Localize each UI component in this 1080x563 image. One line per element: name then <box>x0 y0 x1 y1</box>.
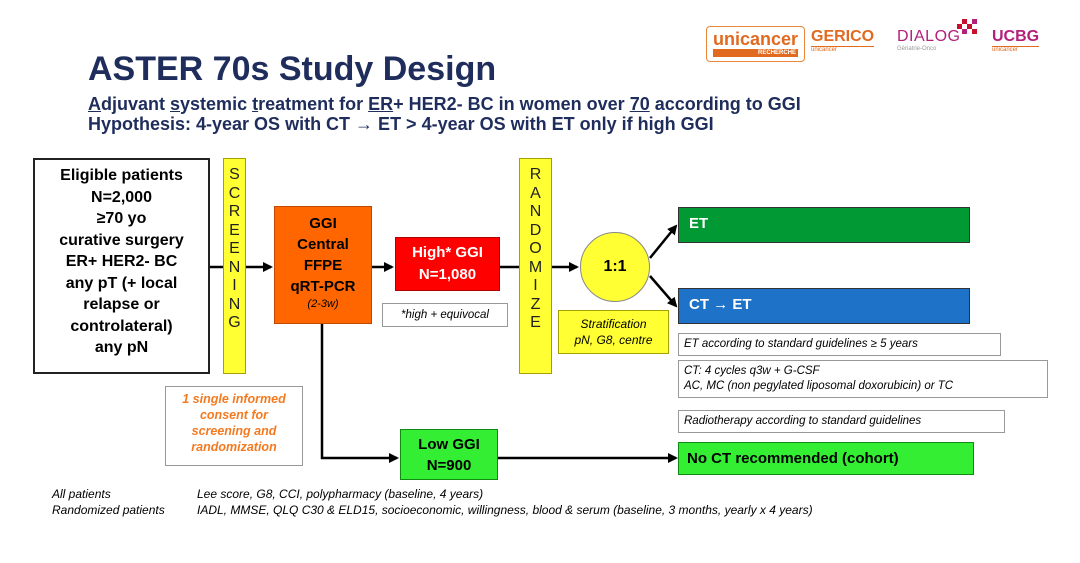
gerico-logo-sub: unicancer <box>811 46 875 53</box>
randomize-letter: E <box>530 314 541 331</box>
footer-all-label: All patients <box>52 487 111 501</box>
randomize-letter: O <box>529 240 542 257</box>
low-ggi-box: Low GGI N=900 <box>400 429 498 480</box>
eligible-line: controlateral) <box>70 317 173 335</box>
screening-letter: C <box>228 184 241 202</box>
arrow-ratio-et <box>649 224 678 259</box>
high-ggi-count: N=1,080 <box>418 266 477 283</box>
page-title: ASTER 70s Study Design <box>88 50 497 88</box>
eligible-line: relapse or <box>83 296 160 313</box>
randomize-letter: Z <box>530 295 541 313</box>
ggi-central-box: GGI Central FFPE qRT-PCR (2-3w) <box>274 206 372 324</box>
randomize-letter: A <box>530 184 541 202</box>
ggi-central-line: GGI <box>309 215 337 232</box>
subtitle-part: + HER2- BC in women over <box>393 94 630 114</box>
footer-all-text: Lee score, G8, CCI, polypharmacy (baseli… <box>197 487 484 501</box>
gerico-logo: GERICO unicancer <box>811 28 875 53</box>
ggi-central-line: FFPE <box>303 257 343 274</box>
et-arm-box: ET <box>678 207 970 243</box>
screening-letter: N <box>228 258 241 276</box>
subtitle-part: djuvant <box>101 94 171 114</box>
eligible-line: ≥70 yo <box>96 210 147 227</box>
high-ggi-label: High* GGI <box>412 244 483 261</box>
ucbg-logo-sub: unicancer <box>992 46 1040 53</box>
screening-letter: S <box>229 166 240 183</box>
randomize-letter: I <box>533 277 538 294</box>
consent-line: 1 single informed <box>182 392 286 406</box>
randomize-letter: R <box>529 166 542 183</box>
subtitle-part: reatment for <box>258 94 369 114</box>
consent-line: screening and <box>191 424 277 438</box>
high-ggi-box: High* GGI N=1,080 <box>395 237 500 291</box>
eligible-line: Eligible patients <box>60 167 183 184</box>
ct-info-line-1: CT: 4 cycles q3w + G-CSF <box>684 365 820 377</box>
low-ggi-label: Low GGI <box>418 436 480 453</box>
eligible-line: curative surgery <box>59 231 184 249</box>
screening-letter: N <box>228 295 241 313</box>
ggi-central-line: Central <box>297 236 349 253</box>
subtitle-part: according to GGI <box>649 94 801 114</box>
screening-letter: R <box>228 203 241 220</box>
ct-et-arm-box: CT → ET <box>678 288 970 324</box>
screening-box: S C R E E N I N G <box>223 158 246 374</box>
dialog-checker-icon <box>957 19 977 34</box>
arrow-ratio-ct <box>649 275 678 308</box>
arrow-ggi-low <box>320 324 399 463</box>
ct-info-box: CT: 4 cycles q3w + G-CSF AC, MC (non peg… <box>678 360 1048 398</box>
eligible-line: N=2,000 <box>91 188 152 206</box>
consent-line: randomization <box>191 440 277 454</box>
et-info-box: ET according to standard guidelines ≥ 5 … <box>678 333 1001 356</box>
screening-letter: E <box>229 221 240 239</box>
subtitle-part: t <box>252 94 259 114</box>
unicancer-logo-sub: RECHERCHE <box>713 49 799 57</box>
randomize-letter: M <box>528 258 543 276</box>
no-ct-cohort-box: No CT recommended (cohort) <box>678 442 974 475</box>
subtitle-part: A <box>88 94 101 114</box>
subtitle-part: s <box>170 94 181 114</box>
ratio-circle: 1:1 <box>580 232 650 302</box>
radiotherapy-info-box: Radiotherapy according to standard guide… <box>678 410 1005 433</box>
unicancer-logo: unicancer RECHERCHE <box>706 26 806 62</box>
footer-rand-label: Randomized patients <box>52 503 165 517</box>
screening-letter: I <box>232 277 237 294</box>
dialog-logo: DIALOG Gériatrie-Onco <box>897 28 960 52</box>
stratification-label: Stratification <box>580 317 647 331</box>
high-ggi-note: *high + equivocal <box>382 303 508 327</box>
stratification-factors: pN, G8, centre <box>574 333 653 347</box>
dialog-logo-sub: Gériatrie-Onco <box>897 46 937 52</box>
footer-all-patients: All patients Lee score, G8, CCI, polyphar… <box>52 487 483 501</box>
consent-line: consent for <box>199 408 269 422</box>
gerico-logo-text: GERICO <box>811 28 875 45</box>
footer-randomized-patients: Randomized patients IADL, MMSE, QLQ C30 &… <box>52 503 813 517</box>
ggi-central-line: qRT-PCR <box>290 278 356 295</box>
subtitle-part: 70 <box>629 94 650 114</box>
ggi-duration: (2-3w) <box>307 298 339 310</box>
screening-letter: G <box>228 314 241 331</box>
dialog-logo-text: DIALOG <box>897 28 961 45</box>
screening-letter: E <box>229 240 240 257</box>
eligible-line: any pN <box>94 339 149 356</box>
footer-rand-text: IADL, MMSE, QLQ C30 & ELD15, socioeconom… <box>197 503 813 517</box>
ucbg-logo: UCBG unicancer <box>992 28 1040 53</box>
stratification-box: Stratification pN, G8, centre <box>558 310 669 354</box>
randomize-letter: N <box>529 203 542 220</box>
consent-note: 1 single informed consent for screening … <box>165 386 303 466</box>
subtitle-line-2: Hypothesis: 4-year OS with CT → ET > 4-y… <box>88 114 714 134</box>
subtitle-line-1: Adjuvant systemic treatment for ER+ HER2… <box>88 94 801 115</box>
ct-info-line-2: AC, MC (non pegylated liposomal doxorubi… <box>684 380 954 392</box>
subtitle-part: ystemic <box>180 94 253 114</box>
subtitle-part: ER <box>368 94 394 114</box>
randomize-box: R A N D O M I Z E <box>519 158 552 374</box>
low-ggi-count: N=900 <box>426 457 472 474</box>
eligible-line: ER+ HER2- BC <box>65 253 178 270</box>
randomize-letter: D <box>529 221 542 239</box>
ucbg-logo-text: UCBG <box>992 28 1040 45</box>
eligible-patients-box: Eligible patients N=2,000 ≥70 yo curativ… <box>33 158 210 374</box>
eligible-line: any pT (+ local <box>65 274 178 292</box>
unicancer-logo-text: unicancer <box>713 29 799 49</box>
